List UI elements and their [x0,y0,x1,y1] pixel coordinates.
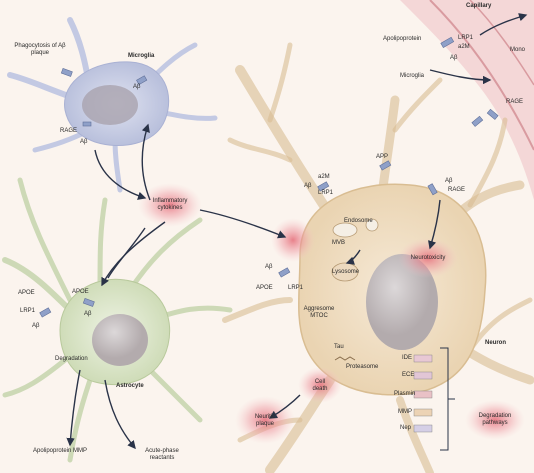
apolipoprotein-top-label: Apolipoprotein [383,36,421,43]
capillary-label: Capillary [466,3,491,10]
rage-right-label: RAGE [506,99,523,106]
tau-label: Tau [334,344,344,351]
ab-l-label: Aβ [32,323,39,330]
a2m-n-label: a2M [318,174,330,181]
apo-mmp-label: Apolipoprotein MMP [29,448,91,455]
ab-apoe-label: Aβ [265,264,272,271]
mono-label: Mono [510,47,525,54]
plasmin-label: Plasmin [394,391,415,398]
ab-rage-label: Aβ [445,178,452,185]
ab-n-label: Aβ [304,183,311,190]
lysosome-label: Lysosome [332,269,359,276]
inflammatory-label: Inflammatory cytokines [145,198,195,212]
proteasome-label: Proteasome [346,364,378,371]
acute-phase-label: Acute-phase reactants [132,448,192,462]
lrp1-n2-label: LRP1 [288,285,303,292]
lrp1-top-label: LRP1 [458,35,473,42]
apoe-l-label: APOE [18,290,35,297]
ab-top-label: Aβ [450,55,457,62]
apoe-n-label: APOE [256,285,273,292]
degradation-pathways-label: Degradation pathways [471,413,519,427]
ab-mg-label: Aβ [133,84,140,91]
cell-death-label: Cell death [307,379,333,393]
microglia-top-label: Microglia [400,73,424,80]
rage-n-label: RAGE [448,187,465,194]
app-label: APP [376,154,388,161]
ab-a-label: Aβ [84,311,91,318]
endosome-label: Endosome [344,218,373,225]
microglia-cell-label: Microglia [128,53,154,60]
aggresome-label: Aggresome MTOC [299,306,339,320]
degradation-label: Degradation [55,356,88,363]
ab-mg2-label: Aβ [80,139,87,146]
neuritic-plaque-label: Neuritic plaque [248,414,282,428]
lrp1-l-label: LRP1 [20,308,35,315]
mmp-label: MMP [398,409,412,416]
ece-label: ECE [402,372,414,379]
phagocytosis-label: Phagocytosis of Aβ plaque [12,43,68,57]
nep-label: Nep [400,425,411,432]
neurotoxicity-label: Neurotoxicity [411,255,446,262]
apoe-a-label: APOE [72,289,89,296]
ide-label: IDE [402,355,412,362]
astrocyte-label: Astrocyte [116,383,144,390]
a2m-top-label: a2M [458,44,470,51]
lrp1-n-label: LRP1 [318,190,333,197]
neuron-label: Neuron [485,340,506,347]
mvb-label: MVB [332,240,345,247]
rage-mg-label: RAGE [60,128,77,135]
